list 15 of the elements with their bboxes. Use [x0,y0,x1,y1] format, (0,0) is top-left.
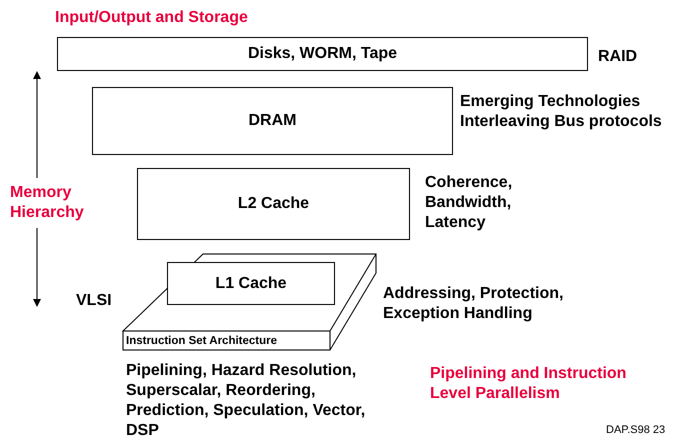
slide-number: DAP.S98 23 [606,423,666,437]
memory-level-box: Disks, WORM, Tape [57,37,588,71]
memory-level-box: L2 Cache [137,168,410,240]
layer-label: Instruction Set Architecture [126,334,278,349]
layer-label: VLSI [76,291,113,311]
section-title: Pipelining and Instruction Level Parallelism [430,364,628,404]
memory-level-box: DRAM [92,87,453,155]
topic-list: Pipelining, Hazard Resolution, Superscalar, Reordering, Prediction, Speculation, Vector, DSP [126,361,401,441]
topic-list: Addressing, Protection, Exception Handling [383,284,583,324]
section-title: Memory Hierarchy [10,183,85,223]
topic-list: RAID [598,47,668,67]
memory-level-box: L1 Cache [167,262,335,305]
topic-list: Emerging Technologies Interleaving Bus protocols [460,92,675,132]
section-title: Input/Output and Storage [55,8,249,28]
topic-list: Coherence, Bandwidth, Latency [425,173,535,233]
